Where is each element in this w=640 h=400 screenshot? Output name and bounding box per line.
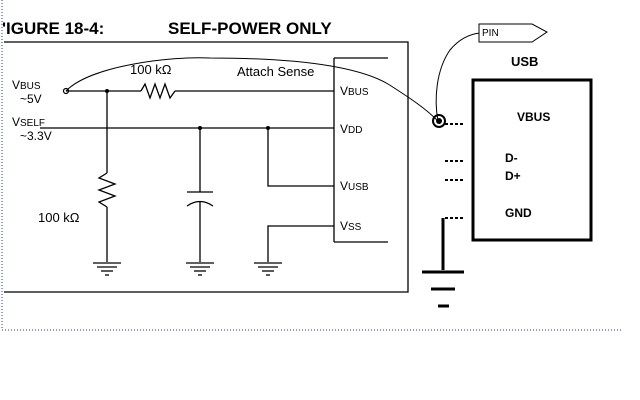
sketch-ground-symbol	[422, 270, 464, 308]
usb-pin-stubs	[445, 123, 463, 219]
sketch-connection-blob	[432, 114, 446, 128]
usb-title: USB	[511, 54, 538, 69]
pulldown-resistor-label: 100 kΩ	[38, 210, 80, 225]
series-resistor-label: 100 kΩ	[130, 62, 172, 77]
ground-symbol-capacitor	[186, 262, 214, 276]
vbus-net	[66, 82, 334, 100]
pin-label-vbus: VBUS	[340, 84, 369, 98]
usb-pin-vbus: VBUS	[517, 110, 550, 124]
vself-voltage: ~3.3V	[20, 129, 52, 143]
vbus-voltage: ~5V	[20, 92, 42, 106]
usb-pin-dminus: D-	[505, 151, 518, 165]
vbus-label: VBUS	[12, 78, 41, 92]
pulldown-branch	[97, 91, 117, 262]
vss-wire	[267, 225, 334, 262]
sketch-connection-dot	[436, 118, 442, 124]
ground-symbol-vss	[254, 262, 282, 276]
pin-label-vss: VSS	[340, 219, 362, 233]
pin-label-vdd: VDD	[340, 122, 362, 136]
ground-symbol-resistor	[93, 262, 121, 276]
pin-flag-label: PIN	[482, 28, 499, 39]
figure-title: SELF-POWER ONLY	[168, 19, 332, 38]
capacitor-branch	[186, 128, 214, 262]
sketch-wire-to-pin	[435, 32, 481, 122]
vself-label: VSELF	[12, 115, 45, 129]
usb-pin-dplus: D+	[505, 169, 521, 183]
vbus-input-terminal	[62, 87, 70, 95]
sketch-wire-vbus-to-usb	[65, 57, 439, 122]
vusb-wire	[267, 128, 334, 187]
pin-label-vusb: VUSB	[340, 179, 369, 193]
schematic-frame	[4, 41, 409, 293]
attach-sense-label: Attach Sense	[237, 64, 314, 79]
usb-pin-gnd: GND	[505, 206, 532, 220]
figure-number: 'IGURE 18-4:	[2, 19, 104, 38]
usb-connector-box	[471, 78, 593, 242]
pin-flag	[478, 23, 548, 43]
